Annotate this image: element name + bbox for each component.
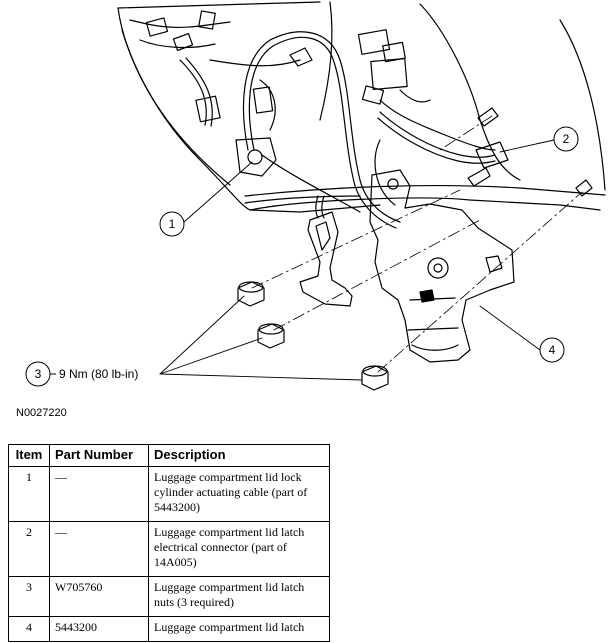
- header-item: Item: [8, 444, 50, 467]
- svg-text:2: 2: [563, 132, 570, 146]
- table-row: 4 5443200 Luggage compartment lid latch: [8, 616, 330, 642]
- header-description: Description: [148, 444, 330, 467]
- header-part-number: Part Number: [49, 444, 149, 467]
- description-cell: Luggage compartment lid latch electrical…: [148, 521, 330, 577]
- svg-text:4: 4: [549, 343, 556, 357]
- center-lines: [251, 115, 583, 373]
- callout-3: 3 9 Nm (80 lb-in): [25, 361, 138, 387]
- parts-table: Item Part Number Description 1 — Luggage…: [8, 444, 330, 642]
- latch-body: [369, 169, 515, 363]
- figure-id: N0027220: [16, 407, 67, 419]
- callout-1: 1: [159, 211, 185, 237]
- table-row: 3 W705760 Luggage compartment lid latch …: [8, 576, 330, 617]
- torque-spec: 9 Nm (80 lb-in): [59, 367, 138, 381]
- actuating-cable: [235, 31, 401, 229]
- svg-text:3: 3: [35, 367, 42, 381]
- item-cell: 4: [8, 616, 50, 642]
- description-cell: Luggage compartment lid latch nuts (3 re…: [148, 576, 330, 617]
- wiring-harness: [129, 10, 313, 131]
- electrical-connector: [374, 111, 509, 206]
- callout-4: 4: [539, 337, 565, 363]
- part-number-cell: 5443200: [49, 616, 149, 642]
- table-header-row: Item Part Number Description: [8, 444, 330, 467]
- body-panel: [117, 1, 606, 213]
- latch-nuts: [237, 281, 389, 391]
- part-number-cell: —: [49, 466, 149, 522]
- part-number-cell: —: [49, 521, 149, 577]
- part-number-cell: W705760: [49, 576, 149, 617]
- callout-2: 2: [553, 126, 579, 152]
- item-cell: 1: [8, 466, 50, 522]
- table-row: 2 — Luggage compartment lid latch electr…: [8, 521, 330, 577]
- item-cell: 3: [8, 576, 50, 617]
- mounting-studs: [467, 107, 593, 197]
- leader-lines: [159, 139, 555, 381]
- table-row: 1 — Luggage compartment lid lock cylinde…: [8, 466, 330, 522]
- connector-cluster: [357, 29, 496, 151]
- description-cell: Luggage compartment lid lock cylinder ac…: [148, 466, 330, 522]
- cable-bracket: [299, 195, 353, 307]
- latch-assembly-illustration: 1 2 3 9 Nm (80 lb-in) 4: [25, 1, 606, 391]
- item-cell: 2: [8, 521, 50, 577]
- description-cell: Luggage compartment lid latch: [148, 616, 330, 642]
- svg-text:1: 1: [169, 217, 176, 231]
